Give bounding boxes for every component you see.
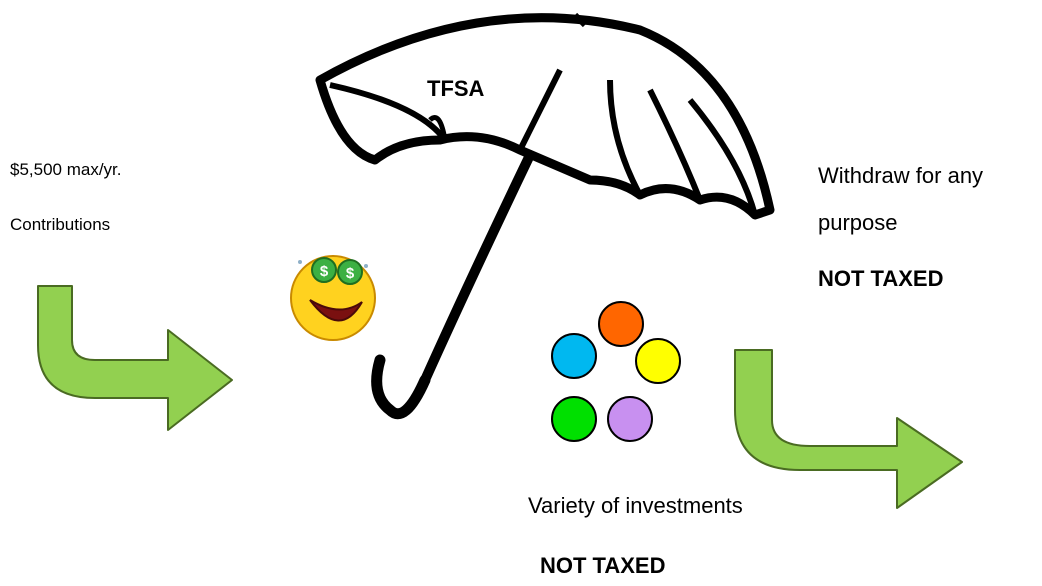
investments-tax-status: NOT TAXED — [540, 553, 666, 578]
umbrella-label: TFSA — [427, 76, 485, 101]
withdrawal-arrow-icon — [734, 349, 963, 509]
svg-text:$: $ — [320, 263, 329, 280]
svg-text:$: $ — [346, 265, 355, 282]
investment-circle — [598, 301, 644, 347]
investments-label: Variety of investments — [528, 493, 743, 518]
umbrella-icon — [315, 12, 775, 420]
investment-circles — [551, 301, 681, 442]
investment-circle — [635, 338, 681, 384]
investment-circle — [551, 396, 597, 442]
contribution-arrow-icon — [37, 285, 233, 431]
withdrawal-line-2: purpose — [818, 210, 898, 235]
investment-circle — [607, 396, 653, 442]
withdrawal-line-1: Withdraw for any — [818, 163, 984, 188]
contribution-limit: $5,500 max/yr. — [10, 160, 122, 179]
money-eyes-smiley-icon: $ $ — [290, 255, 376, 341]
investment-circle — [551, 333, 597, 379]
withdrawal-tax-status: NOT TAXED — [818, 266, 944, 291]
contribution-label: Contributions — [10, 215, 111, 234]
